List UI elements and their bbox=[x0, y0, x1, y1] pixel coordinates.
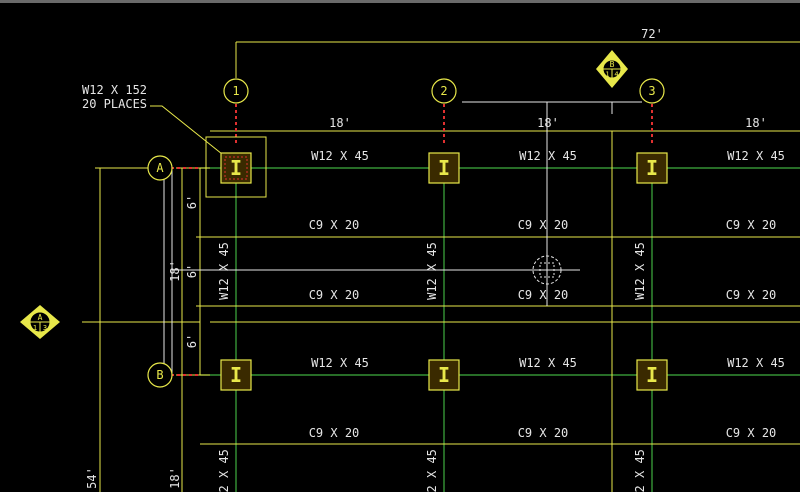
overall-dimension: 72' bbox=[641, 27, 663, 41]
bay-dimension-2: 18' bbox=[537, 116, 559, 130]
vertical-sub-dimension-3: 6' bbox=[185, 334, 199, 348]
joist-label: C9 X 20 bbox=[518, 218, 569, 232]
column-symbol-a1: I bbox=[230, 156, 242, 180]
grid-bubble-2: 2 bbox=[440, 84, 447, 98]
section-left-letter: A bbox=[38, 313, 43, 322]
grid-bubble-1: 1 bbox=[232, 84, 239, 98]
vertical-overall-dimension: 54' bbox=[85, 467, 99, 489]
column-symbol-b1: I bbox=[230, 363, 242, 387]
joist-label: C9 X 20 bbox=[309, 426, 360, 440]
joist-lines bbox=[82, 41, 800, 492]
beam-label: W12 X 45 bbox=[311, 356, 369, 370]
window-top-border bbox=[0, 0, 800, 3]
column-a2: I bbox=[428, 152, 460, 184]
vertical-bay-dimension: 18' bbox=[168, 260, 182, 282]
beam-label: W12 X 45 bbox=[519, 356, 577, 370]
vertical-sub-dimension-1: 6' bbox=[185, 195, 199, 209]
column-line-beam-label: W12 X 45 bbox=[425, 449, 439, 492]
bay-dimension-3: 18' bbox=[745, 116, 767, 130]
beam-label: W12 X 45 bbox=[519, 149, 577, 163]
column-line-beam-label: W12 X 45 bbox=[633, 449, 647, 492]
column-symbols: I I I I I I bbox=[205, 136, 668, 391]
structural-grid-lines bbox=[200, 167, 800, 492]
section-top-left: 1 bbox=[605, 71, 609, 79]
section-left-left: 1 bbox=[33, 324, 37, 332]
section-marker-top: B 1 4 bbox=[596, 50, 628, 88]
column-symbol-a2: I bbox=[438, 156, 450, 180]
section-top-letter: B bbox=[610, 60, 615, 69]
column-line-beam-label: W12 X 45 bbox=[425, 242, 439, 300]
cad-cursor-crosshair bbox=[163, 101, 642, 375]
vertical-bay-dimension-lower: 18' bbox=[168, 467, 182, 489]
column-callout-line2: 20 PLACES bbox=[82, 97, 147, 111]
grid-tick-marks bbox=[171, 104, 653, 376]
column-line-beam-label: W12 X 45 bbox=[217, 449, 231, 492]
column-a3: I bbox=[636, 152, 668, 184]
vertical-dimension-lines bbox=[95, 167, 210, 492]
section-marker-left: A 1 3 bbox=[20, 305, 60, 339]
column-line-beam-label: W12 X 45 bbox=[217, 242, 231, 300]
section-top-right: 4 bbox=[614, 71, 618, 79]
joist-label: C9 X 20 bbox=[726, 218, 777, 232]
section-left-right: 3 bbox=[43, 324, 47, 332]
column-symbol-b3: I bbox=[646, 363, 658, 387]
beam-label: W12 X 45 bbox=[311, 149, 369, 163]
vertical-sub-dimension-2: 6' bbox=[185, 264, 199, 278]
grid-bubble-a: A bbox=[156, 161, 164, 175]
column-callout-line1: W12 X 152 bbox=[82, 83, 147, 97]
beam-label: W12 X 45 bbox=[727, 149, 785, 163]
column-symbol-a3: I bbox=[646, 156, 658, 180]
column-callout-box bbox=[205, 136, 267, 198]
joist-label: C9 X 20 bbox=[518, 426, 569, 440]
column-line-beam-label: W12 X 45 bbox=[633, 242, 647, 300]
joist-label: C9 X 20 bbox=[726, 288, 777, 302]
column-b3: I bbox=[636, 359, 668, 391]
bay-dimension-1: 18' bbox=[329, 116, 351, 130]
column-a1: I bbox=[220, 152, 252, 184]
beam-label: W12 X 45 bbox=[727, 356, 785, 370]
column-b1: I bbox=[220, 359, 252, 391]
grid-bubbles bbox=[147, 78, 665, 388]
joist-label: C9 X 20 bbox=[518, 288, 569, 302]
joist-label: C9 X 20 bbox=[726, 426, 777, 440]
column-b2: I bbox=[428, 359, 460, 391]
grid-bubble-b: B bbox=[156, 368, 163, 382]
joist-label: C9 X 20 bbox=[309, 288, 360, 302]
column-symbol-b2: I bbox=[438, 363, 450, 387]
joist-label: C9 X 20 bbox=[309, 218, 360, 232]
grid-bubble-3: 3 bbox=[648, 84, 655, 98]
callout-leader bbox=[150, 105, 233, 163]
